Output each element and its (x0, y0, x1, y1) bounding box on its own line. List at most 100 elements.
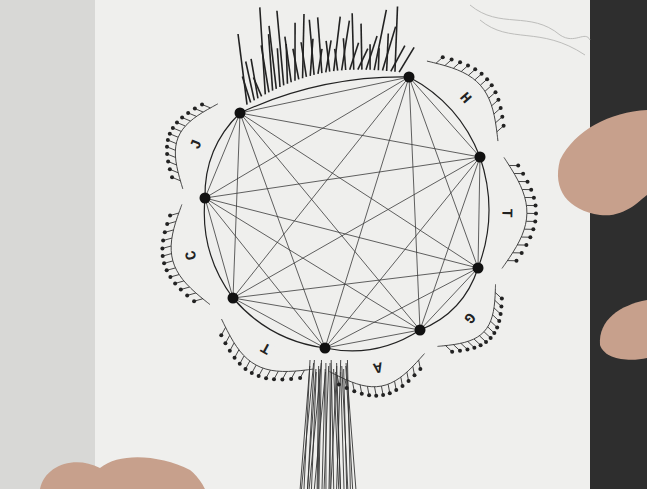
chord-line (240, 113, 480, 157)
hair-stroke (395, 7, 398, 72)
lollipop-dot (458, 349, 462, 353)
lollipop-dot (499, 312, 503, 316)
lollipop-dot (166, 160, 170, 164)
fingers (40, 457, 205, 489)
hand (558, 110, 647, 215)
lollipop-dot (493, 90, 497, 94)
chord-line (478, 157, 480, 268)
lollipop-dot (171, 126, 175, 130)
hair-stroke (334, 17, 341, 72)
lollipop-dot (502, 124, 506, 128)
chord-line (205, 198, 325, 348)
lollipop-dot (243, 367, 247, 371)
lollipop-dot (514, 259, 518, 263)
lollipop-dot (534, 204, 538, 208)
paper (95, 0, 590, 489)
lollipop-dot (500, 297, 504, 301)
lollipop-dot (526, 180, 530, 184)
chord-line (233, 77, 409, 298)
chord-line (420, 268, 478, 330)
chord-line (409, 77, 420, 330)
chord-line (205, 198, 420, 330)
chord-line (205, 198, 478, 268)
lollipop-dot (441, 55, 445, 59)
lollipop-dot (165, 268, 169, 272)
hair-stroke (261, 45, 269, 92)
hair-stroke (318, 17, 322, 73)
inner-scallop (204, 198, 233, 298)
lollipop-dot (472, 346, 476, 350)
inner-scallop (478, 157, 489, 268)
hair-stroke (253, 78, 261, 97)
lollipop-dot (200, 102, 204, 106)
crown (160, 55, 538, 397)
chord-line (240, 113, 325, 348)
hair-stroke (399, 47, 414, 72)
lollipop-dot (161, 254, 165, 258)
chord-line (240, 77, 409, 113)
hair-stroke (343, 38, 345, 70)
lollipop-dot (168, 132, 172, 136)
trunk-stroke (341, 372, 344, 489)
lollipop-dot (520, 251, 524, 255)
vertex-dot (404, 72, 415, 83)
lollipop-dot (496, 98, 500, 102)
lollipop-dot (484, 340, 488, 344)
lollipop-dot (360, 392, 364, 396)
trunk-stroke (337, 363, 341, 489)
lollipop-dot (233, 356, 237, 360)
lollipop-dot (264, 376, 268, 380)
inner-scallop (233, 298, 325, 348)
lollipop-dot (163, 230, 167, 234)
trunk-stroke (337, 360, 341, 489)
lollipop-dot (337, 382, 341, 386)
chord-line (325, 330, 420, 348)
lollipop-dot (374, 394, 378, 398)
lollipop-dot (192, 299, 196, 303)
lollipop-dot (473, 67, 477, 71)
inner-scallop (409, 77, 480, 157)
chord-line (205, 77, 409, 198)
lollipop-dot (531, 227, 535, 231)
lollipop-dot (168, 167, 172, 171)
lollipop-dot (489, 336, 493, 340)
lollipop-dot (162, 261, 166, 265)
hair-stroke (309, 20, 314, 75)
lollipop-dot (485, 77, 489, 81)
faint-sketch (470, 5, 590, 55)
lollipop-dot (497, 319, 501, 323)
lollipop-dot (238, 362, 242, 366)
chord-line (233, 157, 480, 298)
outer-scallop (427, 61, 498, 141)
chord-line (233, 298, 325, 348)
lollipop-dot (521, 172, 525, 176)
vertex-dot (475, 152, 486, 163)
lollipop-dot (186, 111, 190, 115)
lollipop-dot (165, 222, 169, 226)
hair-stroke (360, 24, 362, 70)
lollipop-dot (175, 121, 179, 125)
lollipop-dot (185, 293, 189, 297)
lollipop-dot (219, 333, 223, 337)
lollipop-dot (165, 152, 169, 156)
vertex-dot (235, 108, 246, 119)
hair-stroke (378, 48, 380, 70)
outer-scallop (438, 284, 496, 346)
lollipop-dot (516, 164, 520, 168)
hair-stroke (303, 14, 304, 78)
lollipop-dot (170, 175, 174, 179)
lollipop-dot (528, 235, 532, 239)
hair-stroke (238, 34, 247, 105)
lollipop-dot (524, 243, 528, 247)
outer-scallop (171, 204, 210, 304)
vertex-dot (415, 325, 426, 336)
lollipop-dot (500, 115, 504, 119)
trunk-stroke (322, 369, 325, 489)
hand (600, 300, 647, 360)
lollipop-dot (529, 188, 533, 192)
hair-stroke (342, 21, 350, 71)
lollipop-dot (193, 107, 197, 111)
lollipop-dot (272, 377, 276, 381)
